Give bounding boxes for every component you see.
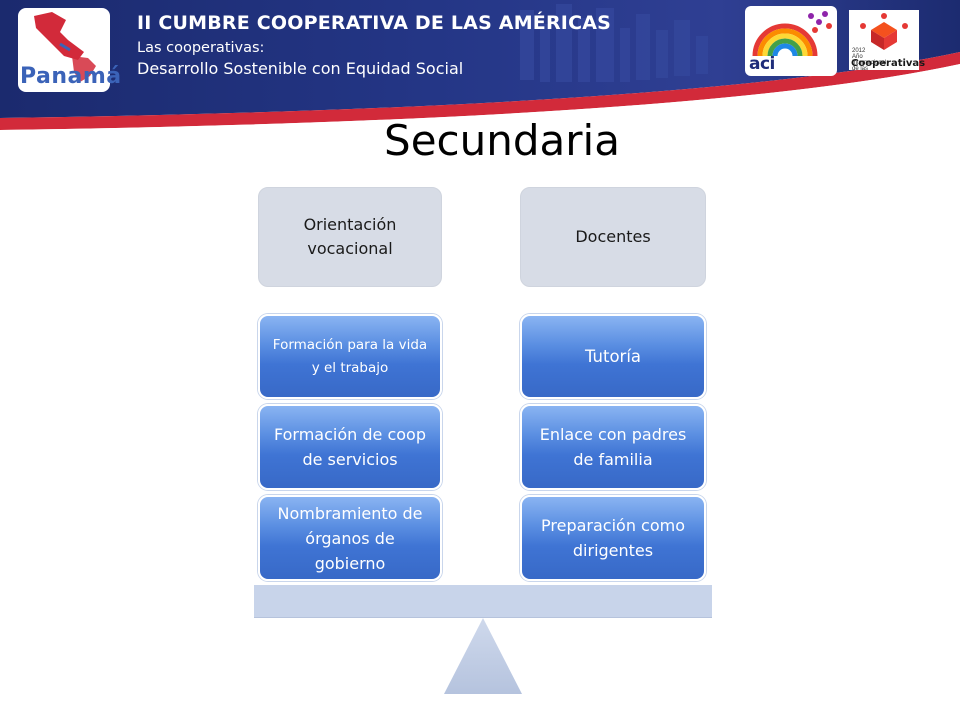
left-item-1: Formación para la vida y el trabajo xyxy=(258,314,442,399)
left-item-1-text: Formación para la vida y el trabajo xyxy=(272,336,428,376)
conference-subtitle-line2: Desarrollo Sostenible con Equidad Social xyxy=(137,59,464,78)
right-item-2: Enlace con padres de familia xyxy=(520,404,706,490)
panama-logo: Panamá xyxy=(14,6,122,94)
panama-logo-text: Panamá xyxy=(20,64,122,89)
rainbow-icon xyxy=(745,6,837,76)
slide-title: Secundaria xyxy=(384,116,620,165)
conference-title-line1: II CUMBRE COOPERATIVA DE LAS AMÉRICAS xyxy=(137,12,612,34)
coop-logo-text: Cooperativas xyxy=(851,58,926,69)
conference-title: II CUMBRE COOPERATIVA DE LAS AMÉRICAS La… xyxy=(137,12,611,78)
right-item-2-text: Enlace con padres de familia xyxy=(539,425,687,469)
aci-logo-text: aci xyxy=(749,54,775,74)
right-column-header: Docentes xyxy=(520,187,706,287)
cube-people-icon xyxy=(860,13,908,50)
international-year-cooperatives-logo: 2012 Año Internacional de las Cooperativ… xyxy=(849,10,926,72)
banner-background xyxy=(0,0,960,130)
right-item-3-text: Preparación como dirigentes xyxy=(541,516,685,560)
right-item-1-text: Tutoría xyxy=(584,346,642,366)
left-column-header-text: Orientación vocacional xyxy=(303,215,397,258)
balance-fulcrum xyxy=(444,618,522,694)
left-column-header: Orientación vocacional xyxy=(258,187,442,287)
conference-subtitle-line1: Las cooperativas: xyxy=(137,40,265,56)
left-item-2-text: Formación de coop de servicios xyxy=(274,425,426,469)
right-item-1: Tutoría xyxy=(520,314,706,399)
balance-beam xyxy=(254,585,712,617)
coop-logo-year: 2012 Año Internacional de las xyxy=(852,48,887,72)
left-item-2: Formación de coop de servicios xyxy=(258,404,442,490)
aci-logo: aci xyxy=(745,6,837,76)
left-item-3-text: Nombramiento de órganos de gobierno xyxy=(277,503,423,573)
header-banner: Panamá II CUMBRE COOPERATIVA DE LAS AMÉR… xyxy=(0,0,960,130)
left-item-3: Nombramiento de órganos de gobierno xyxy=(258,495,442,581)
americas-map-icon xyxy=(18,8,110,92)
right-column-header-text: Docentes xyxy=(575,227,651,246)
right-item-3: Preparación como dirigentes xyxy=(520,495,706,581)
